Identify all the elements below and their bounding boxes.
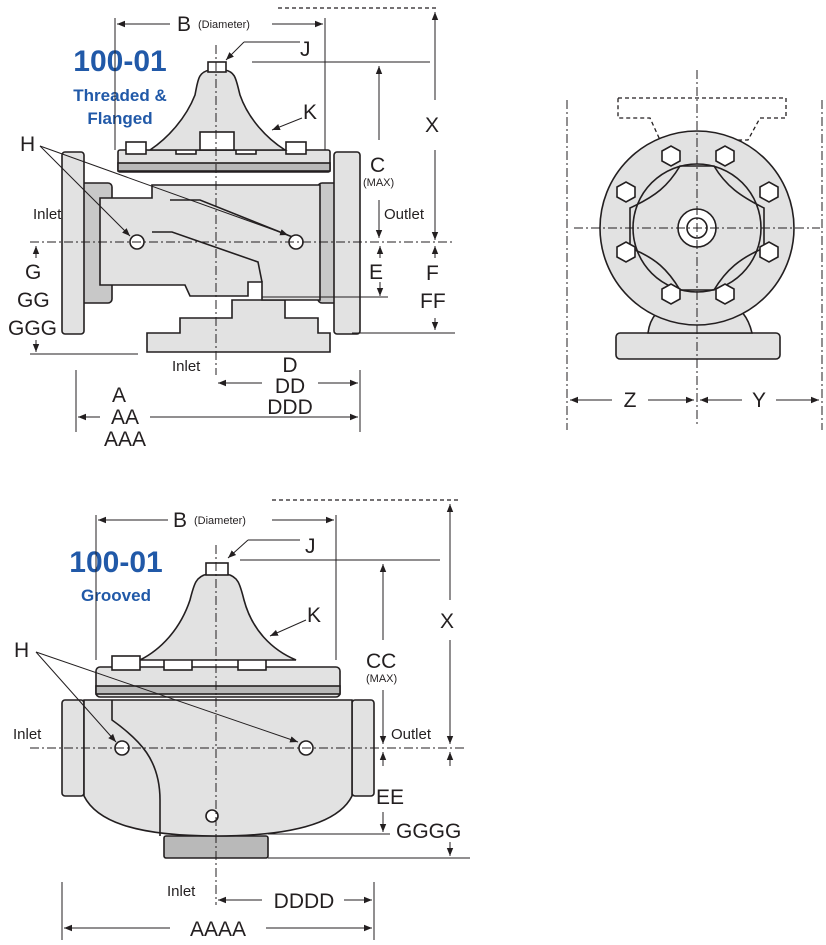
grooved-body-line: [111, 700, 161, 836]
grooved-label-gggg: GGGG: [396, 820, 461, 843]
label-ddd: DDD: [267, 396, 313, 419]
grooved-dim-b-diameter: (Diameter): [194, 515, 246, 527]
leader-h-left: [39, 145, 131, 237]
label-c: C: [370, 154, 385, 177]
grooved-label-dddd: DDDD: [274, 890, 335, 913]
threaded-title: 100-01: [73, 45, 166, 78]
inlet-flange-outer: [61, 151, 85, 335]
grooved-label-cc-max: (MAX): [366, 673, 397, 685]
label-inlet-bottom: Inlet: [172, 358, 201, 375]
grooved-label-k: K: [307, 604, 321, 627]
hex-bolt: [715, 145, 735, 167]
hex-bolt: [616, 181, 636, 203]
hex-bolt: [759, 241, 779, 263]
end-view-top-outline: [617, 97, 787, 141]
cover-band: [117, 162, 331, 172]
grooved-label-j: J: [305, 535, 316, 558]
hex-bolt: [715, 283, 735, 305]
grooved-cover-bolt: [111, 655, 141, 671]
grooved-cover-band: [95, 685, 341, 695]
grooved-label-aaaa: AAAA: [190, 918, 246, 941]
label-ggg: GGG: [8, 317, 57, 340]
leader-h-right: [39, 145, 289, 236]
dim-b-diameter: (Diameter): [198, 19, 250, 31]
grooved-label-ee: EE: [376, 786, 404, 809]
label-d: D: [282, 354, 297, 377]
label-gg: GG: [17, 289, 50, 312]
label-g: G: [25, 261, 41, 284]
grooved-leader-k: [269, 619, 307, 637]
grooved-label-inlet: Inlet: [13, 726, 42, 743]
label-ff: FF: [420, 290, 446, 313]
outlet-flange-outer: [333, 151, 361, 335]
label-e: E: [369, 261, 383, 284]
label-j: J: [300, 38, 311, 61]
end-view-bolts: [616, 145, 779, 305]
grooved-label-cc: CC: [366, 650, 396, 673]
grooved-label-outlet: Outlet: [391, 726, 432, 743]
valve-base: [146, 299, 331, 353]
label-aa: AA: [111, 406, 139, 429]
label-outlet: Outlet: [384, 206, 425, 223]
grooved-dim-b-label: B: [173, 509, 187, 532]
valve-seat-2: [170, 199, 301, 241]
label-aaa: AAA: [104, 428, 146, 451]
grooved-label-x: X: [440, 610, 454, 633]
end-view: Z Y: [566, 70, 823, 430]
hex-bolt: [661, 145, 681, 167]
grooved-subtitle: Grooved: [81, 586, 151, 605]
grooved-leader-j-arrow: [227, 539, 249, 559]
hex-bolt: [661, 283, 681, 305]
cover-bolt: [125, 141, 147, 155]
label-dd: DD: [275, 375, 305, 398]
leader-j-arrow: [225, 41, 245, 61]
threaded-flanged-view: 100-01 Threaded & Flanged B (Diameter) J…: [8, 7, 455, 451]
label-f: F: [426, 262, 439, 285]
bonnet-boss: [199, 131, 235, 151]
cover-bolt: [285, 141, 307, 155]
valve-seat: [152, 231, 263, 283]
grooved-title: 100-01: [69, 546, 162, 579]
label-k: K: [303, 101, 317, 124]
end-view-base: [615, 332, 781, 360]
threaded-subtitle-2: Flanged: [87, 109, 152, 128]
label-h: H: [20, 133, 35, 156]
label-z: Z: [624, 389, 637, 412]
label-inlet: Inlet: [33, 206, 62, 223]
grooved-plug-j: [205, 562, 229, 576]
hex-bolt: [759, 181, 779, 203]
hex-bolt: [616, 241, 636, 263]
label-y: Y: [752, 389, 766, 412]
grooved-leader-h-right: [35, 651, 299, 743]
grooved-view: 100-01 Grooved B (Diameter) J K H X CC (…: [13, 499, 470, 941]
leader-k: [271, 117, 303, 131]
label-c-max: (MAX): [363, 177, 394, 189]
grooved-label-inlet-bottom: Inlet: [167, 883, 196, 900]
grooved-bonnet: [139, 573, 297, 661]
label-x: X: [425, 114, 439, 137]
label-a: A: [112, 384, 126, 407]
plug-j: [207, 61, 227, 73]
grooved-leader-h-left: [35, 651, 117, 743]
threaded-subtitle-1: Threaded &: [73, 86, 167, 105]
dim-b-label: B: [177, 13, 191, 36]
grooved-drain-port: [205, 809, 219, 823]
grooved-label-h: H: [14, 639, 29, 662]
end-view-cross: [629, 165, 765, 291]
